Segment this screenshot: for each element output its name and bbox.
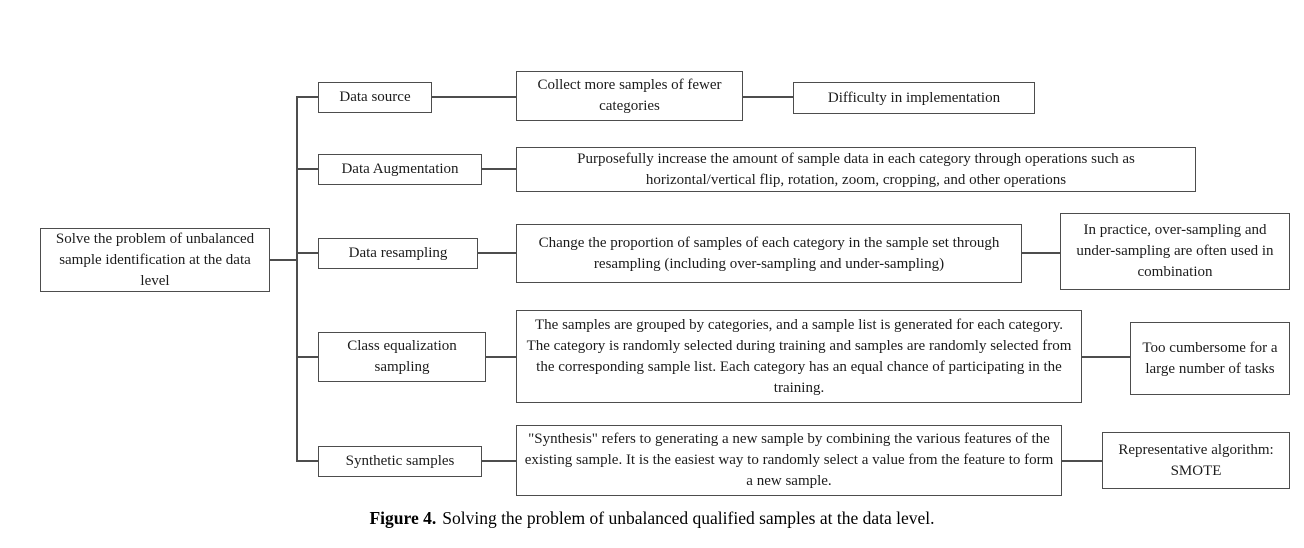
node-data-resampling-detail: Change the proportion of samples of each… [516,224,1022,283]
connector-line [270,259,296,261]
connector-line [296,252,318,254]
node-synthetic-samples-detail: "Synthesis" refers to generating a new s… [516,425,1062,496]
root-node: Solve the problem of unbalanced sample i… [40,228,270,292]
connector-line [1022,252,1060,254]
node-class-equalization-note: Too cumbersome for a large number of tas… [1130,322,1290,395]
node-data-augmentation: Data Augmentation [318,154,482,185]
node-data-source: Data source [318,82,432,113]
node-data-augmentation-detail: Purposefully increase the amount of samp… [516,147,1196,192]
node-data-source-detail: Collect more samples of fewer categories [516,71,743,121]
connector-line [1062,460,1102,462]
node-synthetic-samples-note: Representative algorithm: SMOTE [1102,432,1290,489]
connector-line [482,168,516,170]
connector-line [486,356,516,358]
node-class-equalization-detail: The samples are grouped by categories, a… [516,310,1082,403]
figure-caption-text: Solving the problem of unbalanced qualif… [442,508,935,528]
trunk-line [296,97,298,462]
figure-caption: Figure 4.Solving the problem of unbalanc… [0,508,1304,529]
node-synthetic-samples: Synthetic samples [318,446,482,477]
connector-line [478,252,516,254]
connector-line [296,168,318,170]
node-data-resampling-note: In practice, over-sampling and under-sam… [1060,213,1290,290]
connector-line [1082,356,1130,358]
connector-line [482,460,516,462]
figure-caption-label: Figure 4. [369,508,437,528]
connector-line [296,460,318,462]
connector-line [432,96,516,98]
connector-line [296,96,318,98]
node-data-source-note: Difficulty in implementation [793,82,1035,114]
node-class-equalization-sampling: Class equalization sampling [318,332,486,382]
connector-line [743,96,793,98]
connector-line [296,356,318,358]
node-data-resampling: Data resampling [318,238,478,269]
